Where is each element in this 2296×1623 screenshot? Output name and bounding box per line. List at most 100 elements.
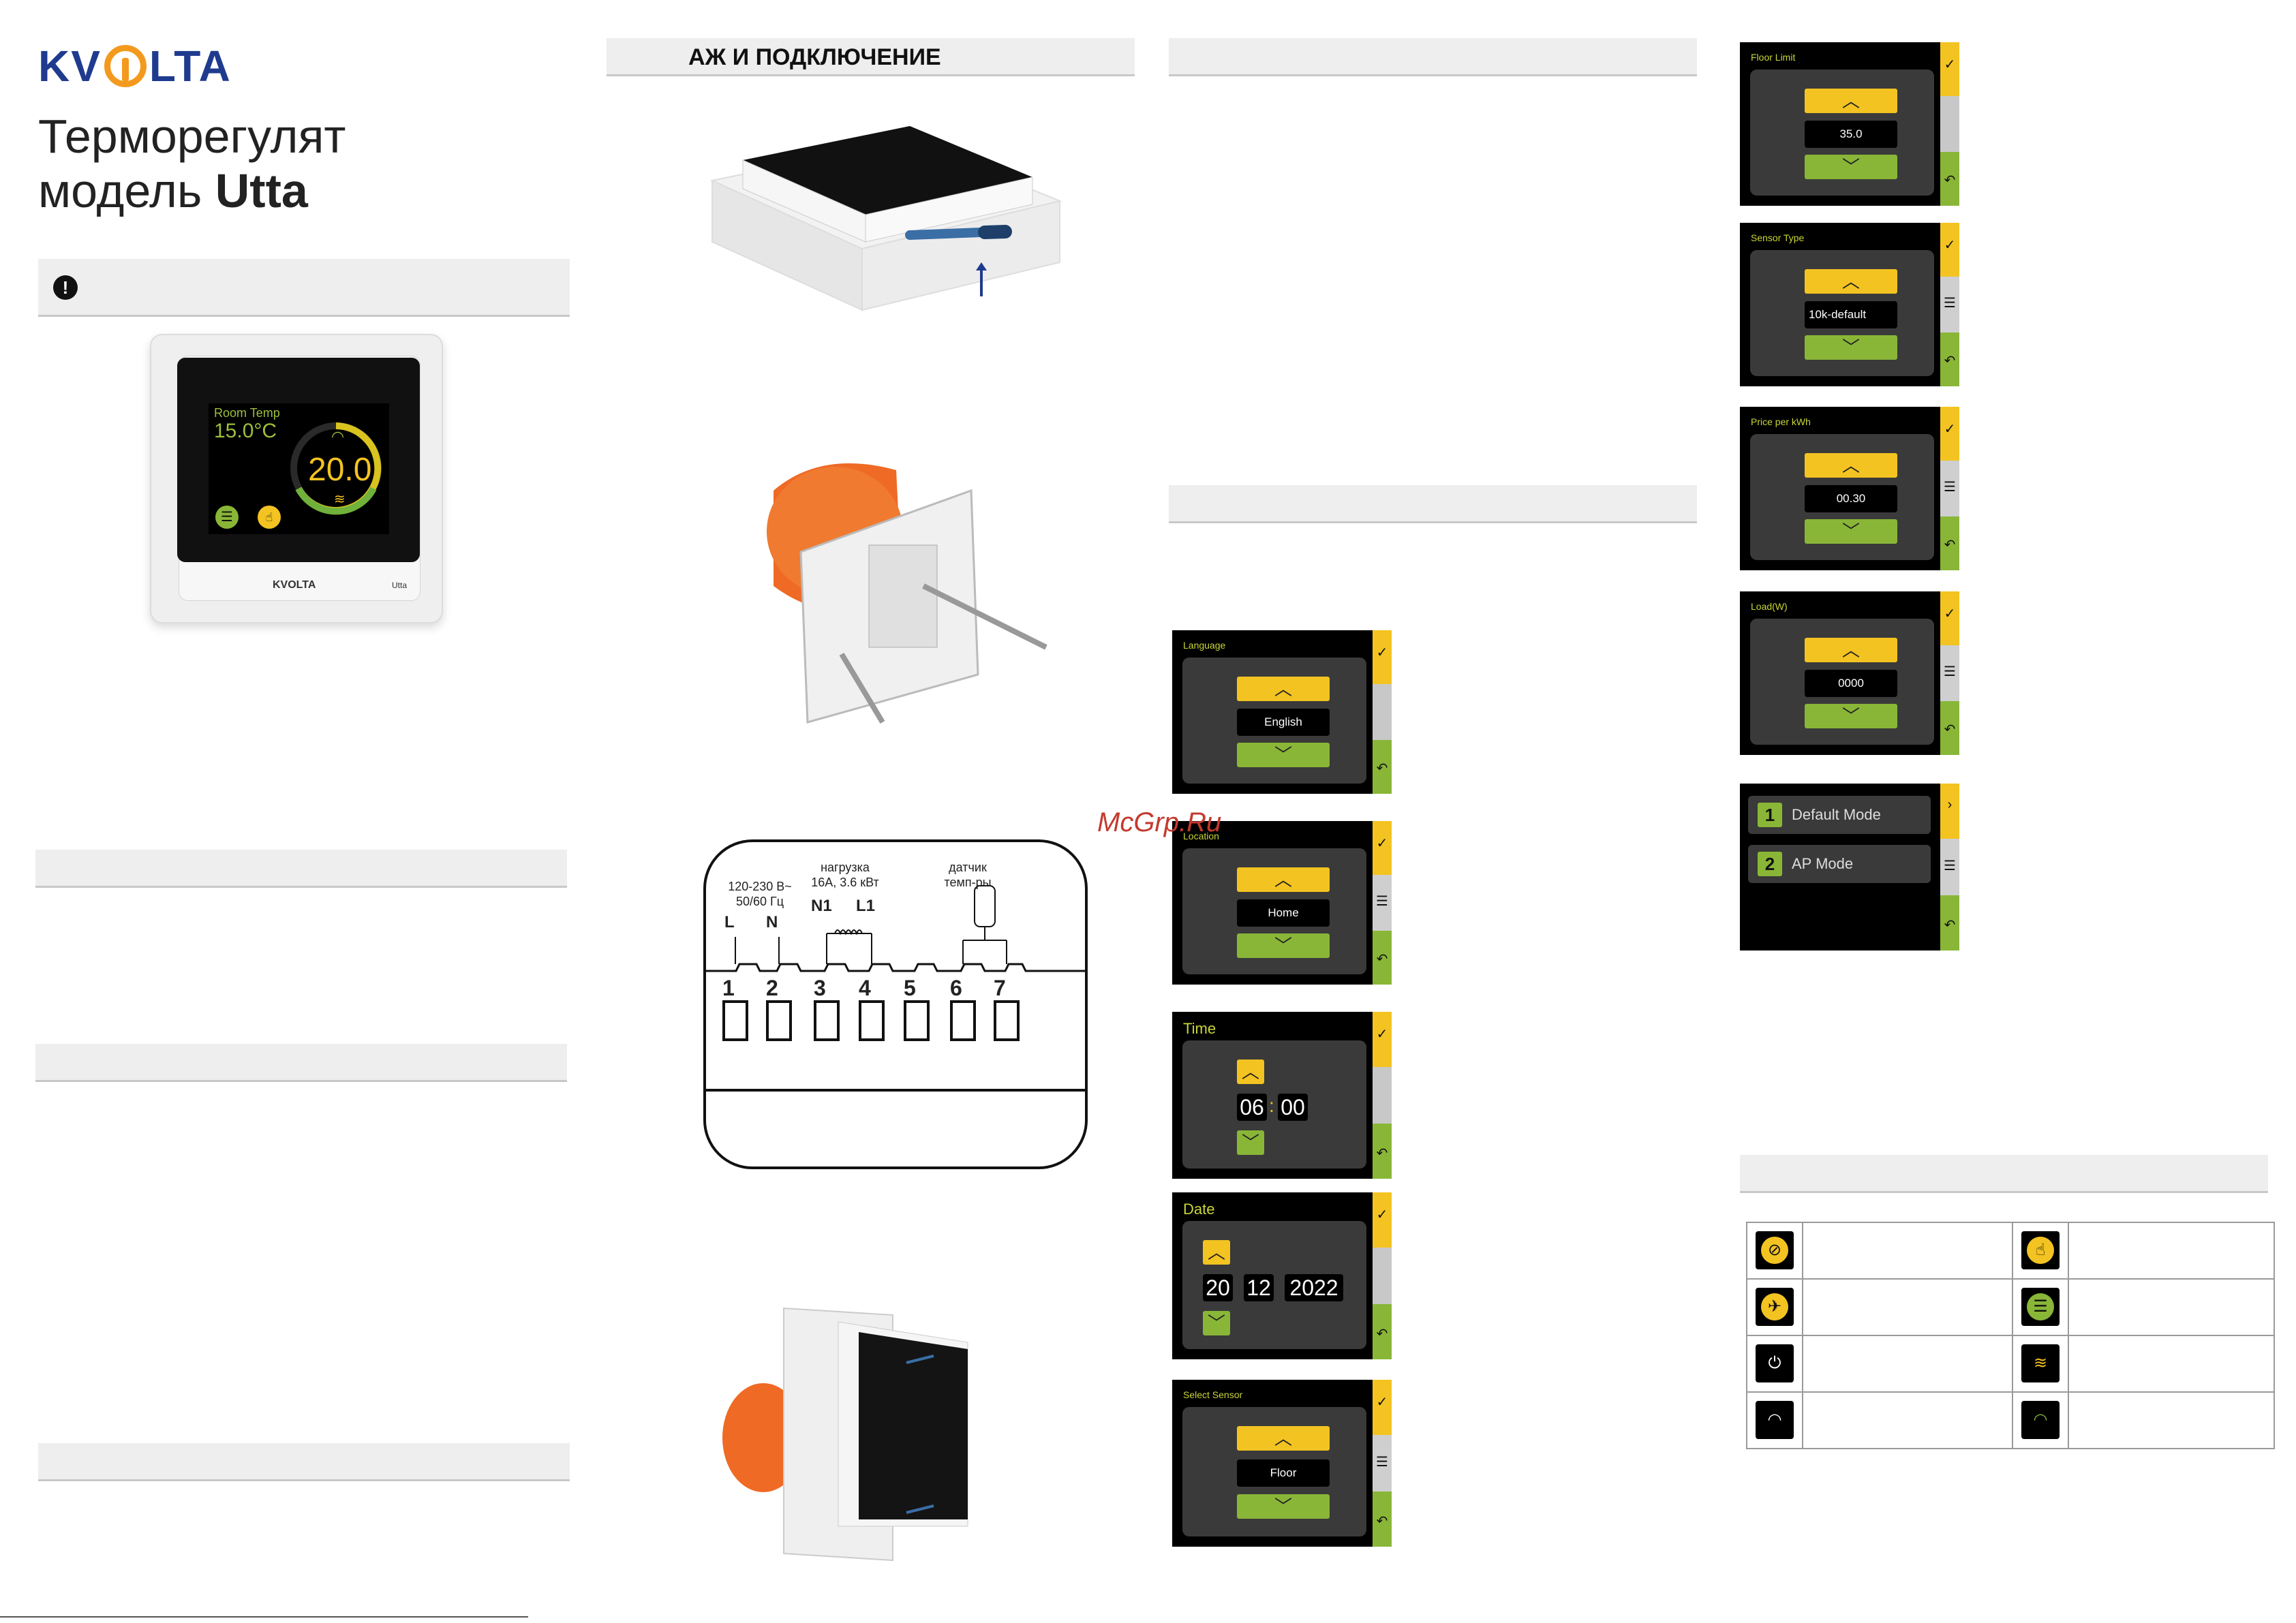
warning-section-header: ! xyxy=(38,259,570,317)
logo-text-right: LTA xyxy=(149,42,232,91)
price-down-button[interactable]: ﹀ xyxy=(1805,519,1897,544)
location-down-button[interactable]: ﹀ xyxy=(1237,933,1330,958)
table-row: ⊘ ☝ xyxy=(1747,1223,2274,1280)
back-icon[interactable]: ↶ xyxy=(1376,761,1388,776)
time-separator: : xyxy=(1269,1095,1274,1116)
temperature-ring xyxy=(290,422,382,515)
back-icon[interactable]: ↶ xyxy=(1944,538,1956,553)
sensor-type-label: Sensor Type xyxy=(1751,232,1805,243)
time-label: Time xyxy=(1183,1020,1216,1037)
back-icon[interactable]: ↶ xyxy=(1376,1327,1388,1342)
ap-mode-label: AP Mode xyxy=(1792,855,1854,872)
language-down-button[interactable]: ﹀ xyxy=(1237,743,1330,767)
time-minute-value: 00 xyxy=(1278,1094,1308,1121)
load-up-button[interactable]: ︿ xyxy=(1805,638,1897,662)
device-brand-label: KVOLTA xyxy=(273,579,316,591)
terminal-label-N1: N1 xyxy=(811,897,832,915)
floor-limit-up-button[interactable]: ︿ xyxy=(1805,89,1897,113)
price-screen: Price per kWh ︿ 00.30 ﹀ ✓ ☰ ↶ xyxy=(1740,407,1959,570)
schedule-off-icon: ⊘ xyxy=(1756,1231,1794,1269)
floor-limit-panel: ︿ 35.0 ﹀ xyxy=(1750,69,1934,196)
price-label: Price per kWh xyxy=(1751,416,1811,427)
location-label: Location xyxy=(1183,831,1219,841)
date-day-value: 20 xyxy=(1203,1274,1233,1301)
location-up-button[interactable]: ︿ xyxy=(1237,867,1330,892)
back-icon[interactable]: ↶ xyxy=(1944,918,1956,933)
menu-icon[interactable]: ☰ xyxy=(1944,296,1956,311)
wiring-diagram xyxy=(703,839,1088,1169)
set-temp-value: 20.0 xyxy=(308,452,372,488)
wifi-icon: ◠ xyxy=(1756,1401,1794,1439)
time-side-bar: ✓ ↶ xyxy=(1373,1012,1392,1179)
location-side-bar: ✓ ☰ ↶ xyxy=(1373,821,1392,985)
sensor-type-up-button[interactable]: ︿ xyxy=(1805,269,1897,294)
install-step-open-image xyxy=(709,126,1062,311)
confirm-icon[interactable]: ✓ xyxy=(1944,606,1956,621)
time-up-button[interactable]: ︿ xyxy=(1237,1060,1264,1084)
menu-icon[interactable]: ☰ xyxy=(1944,480,1956,495)
back-icon[interactable]: ↶ xyxy=(1376,1146,1388,1161)
menu-icon[interactable]: ☰ xyxy=(1944,664,1956,679)
menu-icon[interactable]: ☰ xyxy=(1376,894,1388,909)
load-screen: Load(W) ︿ 0000 ﹀ ✓ ☰ ↶ xyxy=(1740,591,1959,755)
room-temp-value: 15.0°C xyxy=(214,420,277,442)
menu-icon[interactable]: ☰ xyxy=(1944,859,1956,874)
back-icon[interactable]: ↶ xyxy=(1376,952,1388,967)
default-mode-row[interactable]: 1 Default Mode xyxy=(1748,796,1931,834)
next-icon[interactable]: › xyxy=(1947,797,1953,812)
confirm-icon[interactable]: ✓ xyxy=(1376,1207,1388,1222)
back-icon[interactable]: ↶ xyxy=(1944,722,1956,737)
language-side-bar: ✓ ↶ xyxy=(1373,630,1392,794)
menu-icon: ☰ xyxy=(2021,1288,2060,1326)
sensor-type-side-bar: ✓ ☰ ↶ xyxy=(1940,223,1959,386)
touch-icon: ☝ xyxy=(258,506,281,529)
confirm-icon[interactable]: ✓ xyxy=(1944,238,1956,253)
confirm-icon[interactable]: ✓ xyxy=(1376,836,1388,851)
language-up-button[interactable]: ︿ xyxy=(1237,677,1330,701)
date-panel: ︿ 20 12 2022 ﹀ xyxy=(1182,1221,1366,1349)
table-row: ⏻ ≋ xyxy=(1747,1336,2274,1393)
language-label: Language xyxy=(1183,640,1226,651)
brand-logo: KV LTA xyxy=(38,42,232,91)
section-header-2 xyxy=(35,850,567,888)
back-icon[interactable]: ↶ xyxy=(1944,173,1956,188)
terminal-label-L1: L1 xyxy=(856,897,876,915)
ap-mode-row[interactable]: 2 AP Mode xyxy=(1748,845,1931,883)
sensor-type-screen: Sensor Type ︿ 10k-default ﹀ ✓ ☰ ↶ xyxy=(1740,223,1959,386)
mode-select-side-bar: › ☰ ↶ xyxy=(1940,784,1959,950)
logo-text-left: KV xyxy=(38,42,102,91)
confirm-icon[interactable]: ✓ xyxy=(1944,57,1956,72)
sensor-type-down-button[interactable]: ﹀ xyxy=(1805,335,1897,360)
date-up-button[interactable]: ︿ xyxy=(1203,1240,1230,1265)
table-row: ◠ ◠ xyxy=(1747,1393,2274,1449)
wifi-connected-icon: ◠ xyxy=(2021,1401,2060,1439)
confirm-icon[interactable]: ✓ xyxy=(1944,422,1956,437)
install-step-final-image xyxy=(722,1307,968,1562)
select-sensor-label: Select Sensor xyxy=(1183,1389,1243,1400)
confirm-icon[interactable]: ✓ xyxy=(1376,1027,1388,1042)
confirm-icon[interactable]: ✓ xyxy=(1376,645,1388,660)
back-icon[interactable]: ↶ xyxy=(1376,1514,1388,1529)
terminal-number-2: 2 xyxy=(766,976,778,1000)
confirm-icon[interactable]: ✓ xyxy=(1376,1395,1388,1410)
floor-limit-down-button[interactable]: ﹀ xyxy=(1805,155,1897,179)
logo-bulb-icon xyxy=(104,45,147,87)
back-icon[interactable]: ↶ xyxy=(1944,354,1956,369)
default-mode-label: Default Mode xyxy=(1792,806,1881,823)
select-sensor-down-button[interactable]: ﹀ xyxy=(1237,1494,1330,1519)
device-display: Room Temp 15.0°C ◠ 20.0 ≋ ☰ ☝ xyxy=(209,403,389,534)
select-sensor-up-button[interactable]: ︿ xyxy=(1237,1426,1330,1451)
time-down-button[interactable]: ﹀ xyxy=(1237,1130,1264,1155)
price-up-button[interactable]: ︿ xyxy=(1805,453,1897,478)
select-sensor-screen: Select Sensor ︿ Floor ﹀ ✓ ☰ ↶ xyxy=(1172,1380,1392,1547)
date-month-value: 12 xyxy=(1244,1274,1274,1301)
date-down-button[interactable]: ﹀ xyxy=(1203,1311,1230,1335)
menu-icon[interactable]: ☰ xyxy=(1376,1455,1388,1470)
price-panel: ︿ 00.30 ﹀ xyxy=(1750,434,1934,560)
warning-icon: ! xyxy=(53,275,78,300)
load-down-button[interactable]: ﹀ xyxy=(1805,704,1897,728)
floor-limit-screen: Floor Limit ︿ 35.0 ﹀ ✓ ↶ xyxy=(1740,42,1959,206)
title-line-1: Терморегулят xyxy=(38,110,346,163)
floor-limit-value: 35.0 xyxy=(1805,121,1897,148)
floor-limit-label: Floor Limit xyxy=(1751,52,1796,63)
